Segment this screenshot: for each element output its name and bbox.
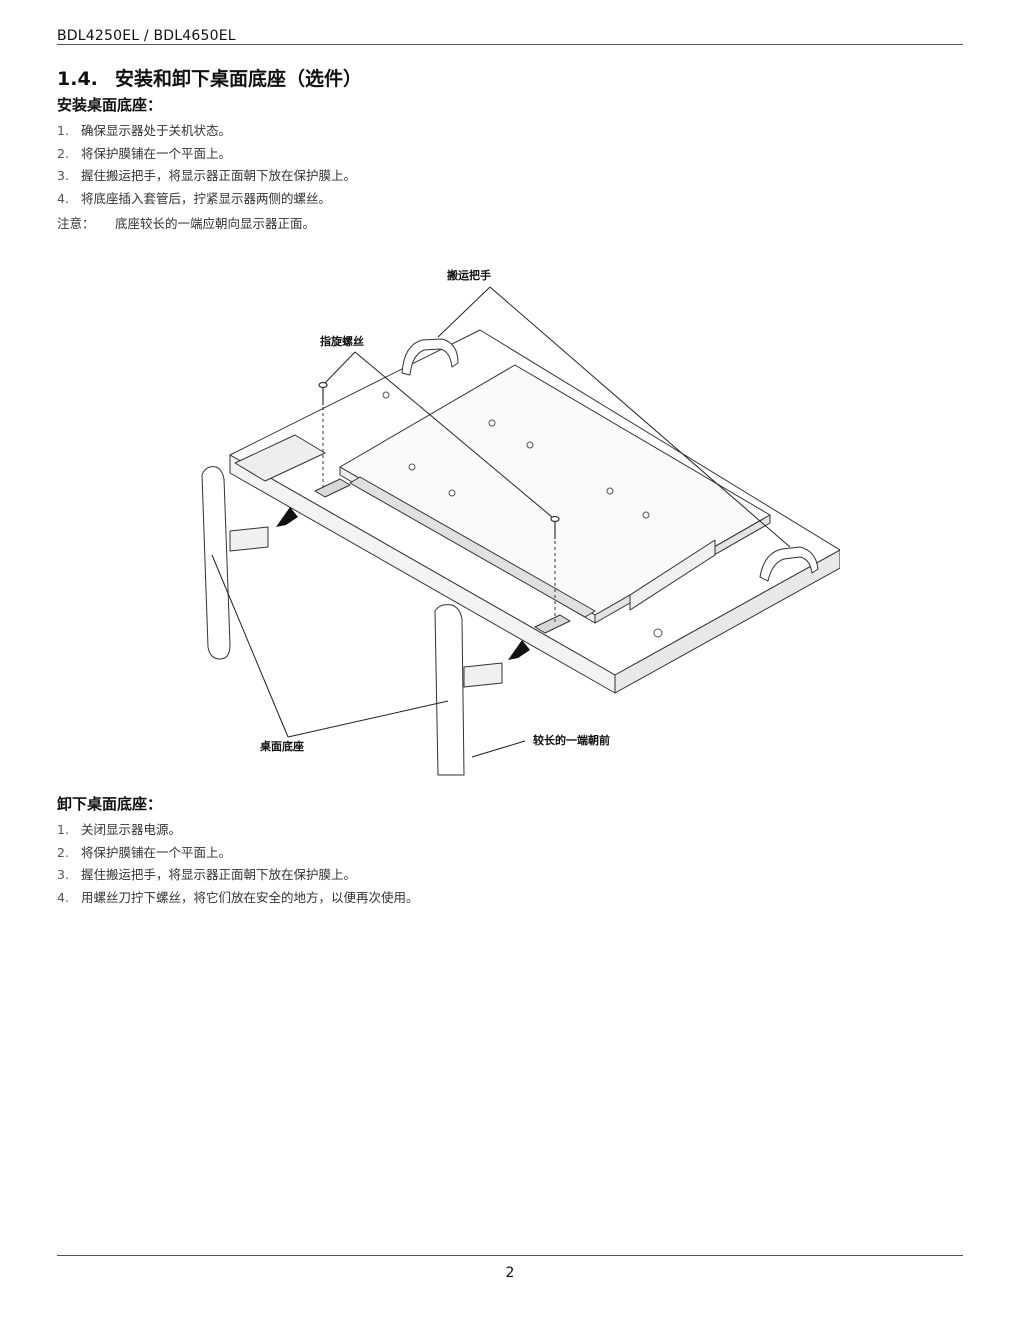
handle-callout-2 [489, 286, 791, 548]
screw-callout-1 [324, 351, 356, 384]
label-long-end: 较长的一端朝前 [533, 734, 610, 747]
stand-callout-1 [211, 554, 289, 738]
remove-step: 4.用螺丝刀拧下螺丝，将它们放在安全的地方，以便再次使用。 [57, 890, 419, 906]
install-steps: 1.确保显示器处于关机状态。 2.将保护膜铺在一个平面上。 3.握住搬运把手，将… [57, 120, 356, 211]
remove-steps: 1.关闭显示器电源。 2.将保护膜铺在一个平面上。 3.握住搬运把手，将显示器正… [57, 819, 419, 910]
screw-callout-2 [354, 351, 553, 518]
footer-divider [57, 1255, 963, 1256]
right-bracket [534, 614, 571, 634]
expansion-slot [629, 539, 716, 611]
connector-strip [349, 476, 596, 618]
install-step: 2.将保护膜铺在一个平面上。 [57, 145, 232, 161]
remove-step: 1.关闭显示器电源。 [57, 822, 182, 837]
label-stand: 桌面底座 [260, 740, 304, 753]
install-step: 4.将底座插入套管后，拧紧显示器两侧的螺丝。 [57, 191, 332, 207]
header-model: BDL4250EL / BDL4650EL [57, 28, 236, 44]
install-note: 注意： 底座较长的一端应朝向显示器正面。 [57, 213, 315, 232]
insert-arrow-right [508, 640, 530, 660]
left-stand-post [229, 526, 269, 552]
left-bracket [314, 478, 351, 498]
note-label: 注意： [57, 216, 95, 231]
insert-arrow-left [276, 507, 298, 527]
install-heading: 安装桌面底座： [57, 96, 163, 114]
right-stand-foot [434, 604, 465, 776]
top-handle [401, 338, 459, 376]
page-number: 2 [505, 1265, 515, 1281]
label-handle: 搬运把手 [447, 269, 491, 282]
monitor-stand-illustration [201, 286, 840, 776]
left-stand-foot [201, 466, 231, 660]
install-step: 1.确保显示器处于关机状态。 [57, 123, 232, 138]
label-thumbscrew: 指旋螺丝 [320, 335, 364, 348]
installation-diagram: 搬运把手 指旋螺丝 桌面底座 较长的一端朝前 [190, 255, 840, 780]
note-text: 底座较长的一端应朝向显示器正面。 [115, 216, 316, 231]
handle-callout-1 [437, 286, 491, 338]
install-step: 3.握住搬运把手，将显示器正面朝下放在保护膜上。 [57, 168, 357, 184]
long-end-callout [471, 740, 526, 758]
section-title: 安装和卸下桌面底座（选件） [115, 68, 363, 90]
header-divider [57, 44, 963, 45]
control-panel [234, 434, 326, 482]
stand-callout-2 [287, 700, 449, 738]
bottom-handle [759, 546, 819, 582]
remove-heading: 卸下桌面底座： [57, 795, 163, 813]
remove-step: 2.将保护膜铺在一个平面上。 [57, 844, 232, 860]
section-heading: 1.4. 安装和卸下桌面底座（选件） [57, 64, 362, 91]
section-number: 1.4. [57, 68, 98, 90]
right-stand-post [463, 662, 503, 688]
monitor-side-edge [614, 549, 840, 694]
remove-step: 3.握住搬运把手，将显示器正面朝下放在保护膜上。 [57, 867, 357, 883]
